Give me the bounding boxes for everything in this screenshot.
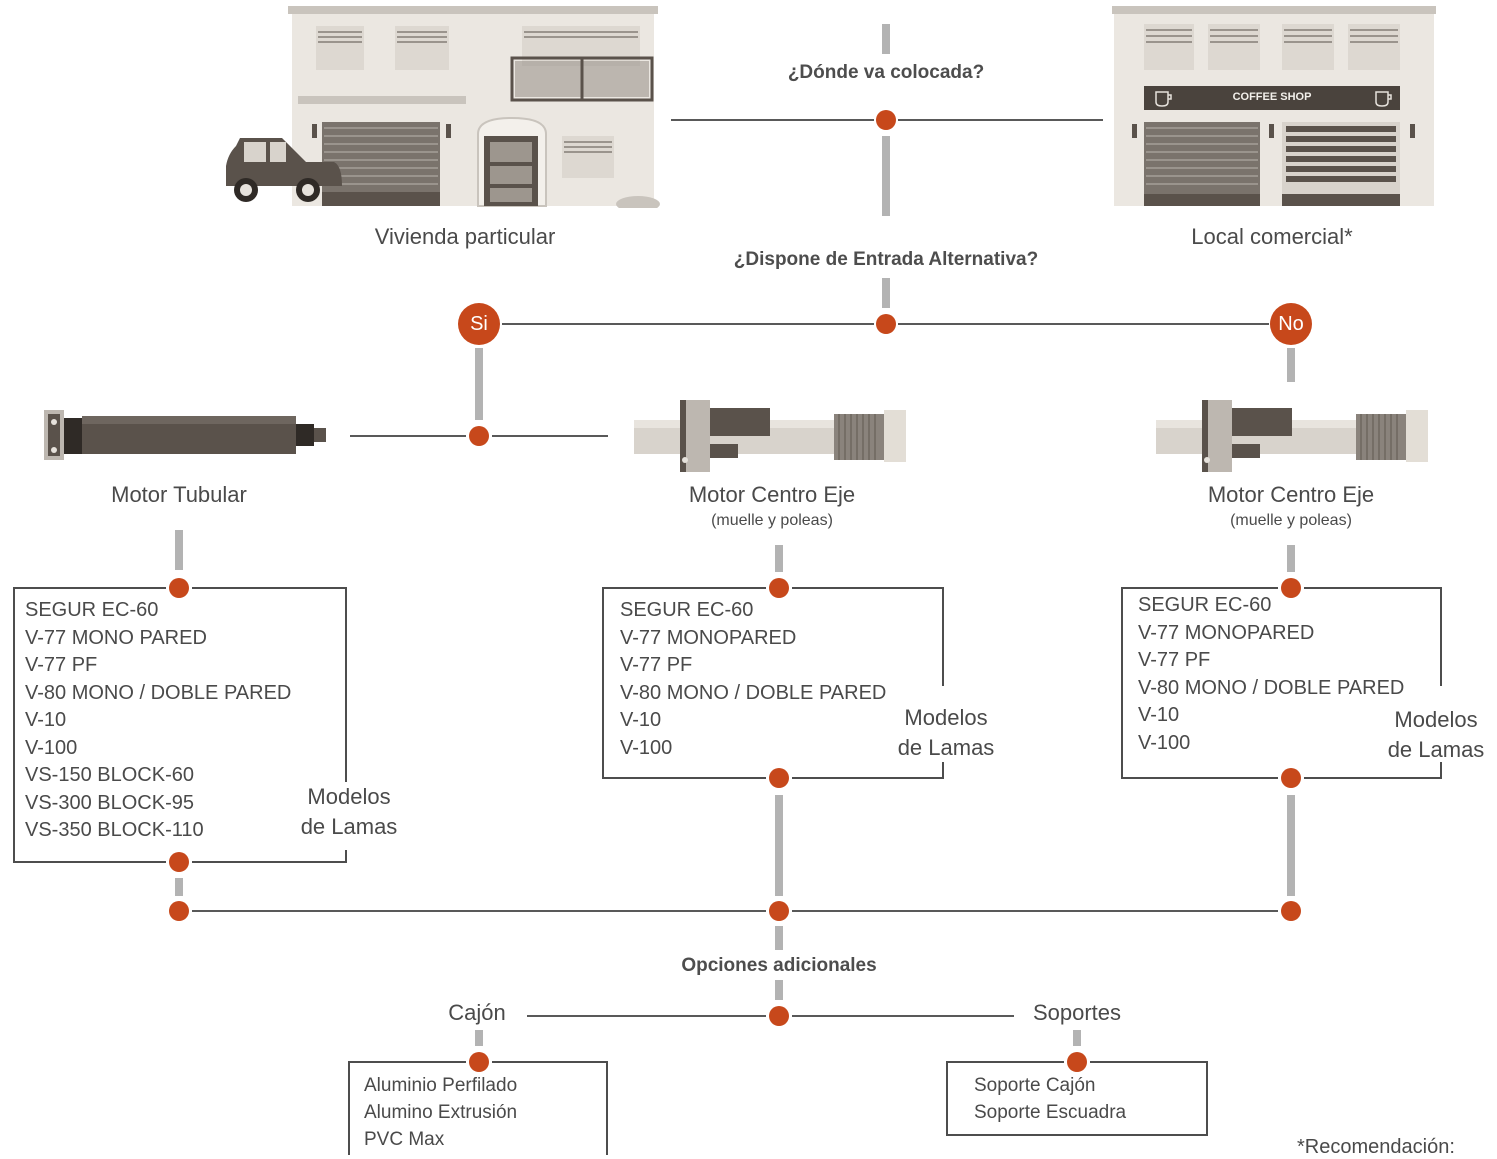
node-merge-right <box>1281 901 1301 921</box>
list-item: V-100 <box>1138 731 1191 754</box>
coffee-cup-icon <box>1155 91 1172 107</box>
list-item: VS-350 BLOCK-110 <box>25 819 204 841</box>
list-item: Soporte Escuadra <box>974 1102 1127 1123</box>
answer-no-badge: No <box>1270 303 1312 345</box>
list-item: V-80 MONO / DOBLE PARED <box>25 681 292 704</box>
list-item: SEGUR EC-60 <box>620 599 754 621</box>
list-item: V-77 PF <box>1138 649 1211 671</box>
list-item: V-80 MONO / DOBLE PARED <box>1138 676 1405 699</box>
list-item: V-77 MONOPARED <box>620 626 797 649</box>
box-center-right <box>1121 587 1442 779</box>
list-item: V-10 <box>1138 704 1180 726</box>
node-tubular-box-out <box>169 852 189 872</box>
box-cajon <box>348 1061 608 1155</box>
models-label-center-left: Modelos de Lamas <box>897 705 995 760</box>
models-label-center-right: Modelos de Lamas <box>1387 707 1485 762</box>
box-center-left <box>602 587 944 779</box>
caption-motor-center-right-sub: (muelle y poleas) <box>1230 512 1352 529</box>
node-alt-entrance <box>876 314 896 334</box>
box-soportes <box>946 1061 1208 1136</box>
list-item: V-77 MONOPARED <box>1138 621 1315 644</box>
list-item: SEGUR EC-60 <box>1138 594 1272 616</box>
extras-cajon-list: Aluminio Perfilado Alumino Extrusión PVC… <box>364 1072 517 1153</box>
node-merge-left <box>169 901 189 921</box>
list-item: V-10 <box>25 709 67 731</box>
node-center-right-box-out <box>1281 768 1301 788</box>
extras-soportes-title: Soportes <box>1032 1000 1122 1025</box>
caption-home: Vivienda particular <box>374 224 556 249</box>
list-item: Soporte Cajón <box>974 1075 1096 1096</box>
list-item: Aluminio Perfilado <box>364 1075 518 1096</box>
list-item: VS-300 BLOCK-95 <box>25 791 194 814</box>
car-icon <box>226 138 342 202</box>
list-item: V-77 PF <box>25 654 98 676</box>
node-location <box>876 110 896 130</box>
shop-sign: COFFEE SHOP <box>1232 91 1312 103</box>
node-tubular-box <box>169 578 189 598</box>
center-motor-image-left <box>634 400 906 472</box>
coffee-cup-icon-right <box>1375 91 1392 107</box>
model-list-tubular: SEGUR EC-60 V-77 MONO PARED V-77 PF V-80… <box>25 597 291 845</box>
list-item: V-100 <box>620 736 673 759</box>
nodes <box>169 110 1301 1072</box>
house-illustration <box>226 6 660 208</box>
caption-motor-center-left-sub: (muelle y poleas) <box>711 512 833 529</box>
list-item: V-77 PF <box>620 654 693 676</box>
node-merge-center <box>769 901 789 921</box>
node-yes-split <box>469 426 489 446</box>
list-boxes <box>13 587 1442 1155</box>
question-alt-entrance: ¿Dispone de Entrada Alternativa? <box>733 249 1039 270</box>
answer-yes-badge: Si <box>458 303 500 345</box>
extras-soportes-list: Soporte Cajón Soporte Escuadra <box>974 1072 1126 1126</box>
shop-illustration <box>1112 6 1436 206</box>
question-options: Opciones adicionales <box>681 955 877 976</box>
models-label-tubular: Modelos de Lamas <box>300 784 398 839</box>
extras-cajon-title: Cajón <box>448 1000 506 1025</box>
list-item: VS-150 BLOCK-60 <box>25 764 194 786</box>
node-soportes <box>1067 1052 1087 1072</box>
caption-shop: Local comercial* <box>1191 224 1353 249</box>
question-location: ¿Dónde va colocada? <box>787 62 985 83</box>
node-options <box>769 1006 789 1026</box>
node-center-right-box <box>1281 578 1301 598</box>
list-item: SEGUR EC-60 <box>25 599 159 621</box>
list-item: PVC Max <box>364 1129 445 1150</box>
center-motor-image-right <box>1156 400 1428 472</box>
tubular-motor-image <box>44 410 326 460</box>
model-list-center-left: SEGUR EC-60 V-77 MONOPARED V-77 PF V-80 … <box>620 597 886 762</box>
node-center-left-box <box>769 578 789 598</box>
vertical-stems <box>175 24 1295 1046</box>
node-cajon <box>469 1052 489 1072</box>
caption-motor-tubular: Motor Tubular <box>111 482 247 507</box>
list-item: V-80 MONO / DOBLE PARED <box>620 681 887 704</box>
caption-motor-center-right: Motor Centro Eje <box>1207 482 1375 507</box>
model-list-center-right: SEGUR EC-60 V-77 MONOPARED V-77 PF V-80 … <box>1138 592 1404 757</box>
box-tubular <box>13 587 347 863</box>
horizontal-lines <box>192 119 1278 1017</box>
list-item: V-100 <box>25 736 78 759</box>
footnote: *Recomendación: <box>1297 1136 1455 1158</box>
node-center-left-box-out <box>769 768 789 788</box>
list-item: V-77 MONO PARED <box>25 626 207 649</box>
list-item: Alumino Extrusión <box>364 1102 518 1123</box>
list-item: V-10 <box>620 709 662 731</box>
caption-motor-center-left: Motor Centro Eje <box>688 482 856 507</box>
